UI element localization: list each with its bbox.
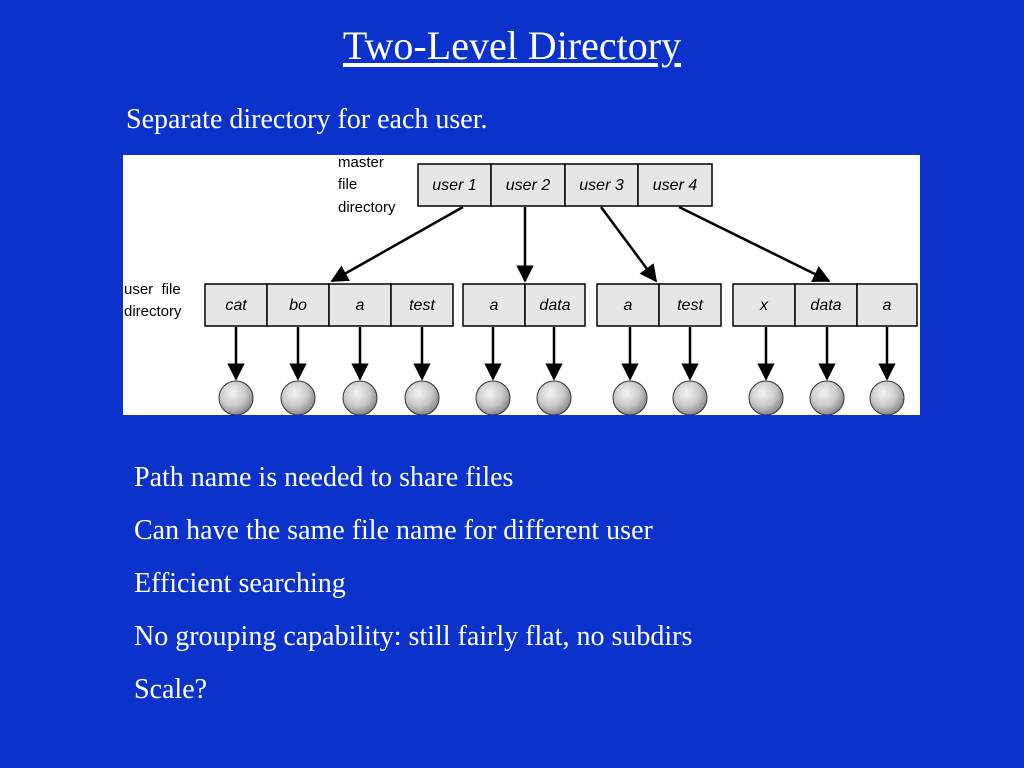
user-file-entry-label: a: [356, 297, 365, 314]
user-file-entry: data: [794, 283, 858, 327]
user-directory: cat bo a test: [204, 283, 454, 327]
arrow: [330, 205, 464, 283]
master-entry: user 4: [637, 163, 713, 207]
user-file-entry-label: test: [409, 297, 435, 314]
master-file-directory-label: master file directory: [338, 155, 396, 216]
user-file-entry: bo: [266, 283, 330, 327]
slide-title: Two-Level Directory: [342, 23, 682, 68]
master-entry: user 2: [490, 163, 566, 207]
master-entry-label: user 3: [579, 177, 624, 194]
bullet-item: Path name is needed to share files: [134, 462, 514, 493]
file-nodes: [218, 380, 905, 415]
user-file-entry-label: data: [810, 297, 841, 314]
file-node: [280, 380, 316, 415]
file-node: [869, 380, 905, 415]
file-node: [672, 380, 708, 415]
file-node: [536, 380, 572, 415]
master-entry-label: user 4: [653, 177, 698, 194]
master-label-line-3: directory: [338, 199, 396, 216]
user-file-entry: a: [462, 283, 526, 327]
user-directory: x data a: [732, 283, 918, 327]
arrow: [599, 206, 658, 283]
user-file-entry-label: x: [759, 297, 769, 314]
user-file-entry: x: [732, 283, 796, 327]
user-file-entry-label: cat: [225, 297, 247, 314]
master-directory: user 1 user 2 user 3 user 4: [417, 163, 713, 207]
user-directory: a data: [462, 283, 586, 327]
user-file-entry-label: a: [883, 297, 892, 314]
file-node: [748, 380, 784, 415]
file-node: [218, 380, 254, 415]
user-label-line-1: user file: [124, 281, 181, 298]
user-file-entry-label: a: [490, 297, 499, 314]
user-label-line-2: directory: [124, 303, 182, 320]
user-file-entry-label: a: [624, 297, 633, 314]
master-entry-label: user 2: [506, 177, 551, 194]
two-level-directory-diagram: master file directory user file director…: [123, 155, 920, 415]
bullet-item: No grouping capability: still fairly fla…: [134, 621, 693, 652]
master-entry: user 1: [417, 163, 492, 207]
user-file-entry-label: data: [539, 297, 570, 314]
file-node: [342, 380, 378, 415]
master-label-line-1: master: [338, 155, 384, 171]
bullet-item: Efficient searching: [134, 568, 346, 599]
file-pointer-arrows: [227, 327, 896, 381]
user-file-entry: test: [658, 283, 722, 327]
user-file-entry: cat: [204, 283, 268, 327]
bullet-item: Scale?: [134, 674, 208, 705]
master-pointer-arrows: [330, 205, 831, 283]
master-entry: user 3: [564, 163, 639, 207]
arrow: [678, 205, 831, 283]
user-file-entry: a: [328, 283, 392, 327]
slide-subtitle: Separate directory for each user.: [126, 104, 488, 135]
file-node: [809, 380, 845, 415]
user-directory: a test: [596, 283, 722, 327]
bullet-list: Path name is needed to share files Can h…: [134, 455, 692, 720]
user-file-entry: data: [524, 283, 586, 327]
user-file-directory-label: user file directory: [124, 281, 185, 320]
file-node: [612, 380, 648, 415]
user-file-entry-label: bo: [289, 297, 307, 314]
user-file-entry: test: [390, 283, 454, 327]
user-file-entry-label: test: [677, 297, 703, 314]
master-label-line-2: file: [338, 176, 357, 193]
file-node: [475, 380, 511, 415]
user-file-entry: a: [596, 283, 660, 327]
file-node: [404, 380, 440, 415]
user-file-entry: a: [856, 283, 918, 327]
bullet-item: Can have the same file name for differen…: [134, 515, 653, 546]
master-entry-label: user 1: [432, 177, 476, 194]
